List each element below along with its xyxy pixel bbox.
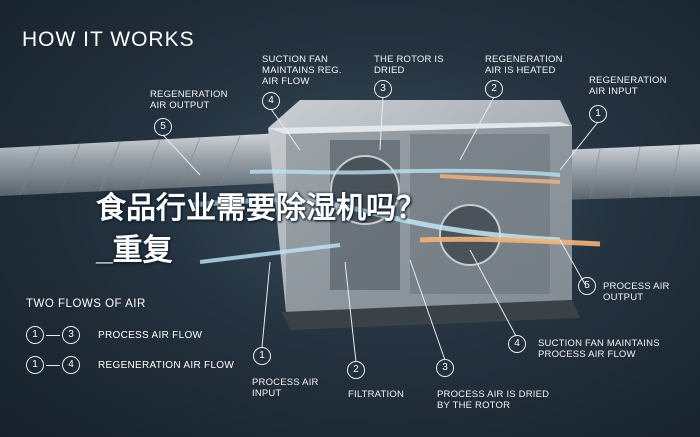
callout-process-output-label: PROCESS AIR OUTPUT <box>603 281 670 303</box>
legend-row-process: 1 3 PROCESS AIR FLOW <box>26 326 202 344</box>
legend-title: TWO FLOWS OF AIR <box>26 298 146 310</box>
callout-process-dried-label: PROCESS AIR IS DRIED BY THE ROTOR <box>437 389 550 411</box>
overlay-title: 食品行业需要除湿机吗？_重复 <box>96 192 426 267</box>
callout-filtration-number: 2 <box>347 361 365 379</box>
callout-regen-heated-label: REGENERATION AIR IS HEATED <box>485 54 563 76</box>
callout-regen-input-label: REGENERATION AIR INPUT <box>589 75 667 97</box>
legend-row-regeneration: 1 4 REGENERATION AIR FLOW <box>26 356 234 374</box>
callout-suction-fan-process-number: 4 <box>508 335 526 353</box>
callout-process-dried-number: 3 <box>436 359 454 377</box>
callout-suction-fan-regen-label: SUCTION FAN MAINTAINS REG. AIR FLOW <box>262 54 342 87</box>
callout-regen-output-label: REGENERATION AIR OUTPUT <box>150 89 228 111</box>
callout-rotor-dried-number: 3 <box>374 80 392 98</box>
callout-regen-output-number: 5 <box>154 118 172 136</box>
legend-regen-from: 1 <box>26 356 44 374</box>
callout-regen-input-number: 1 <box>589 105 607 123</box>
legend-process-label: PROCESS AIR FLOW <box>98 329 203 341</box>
callout-suction-fan-process-label: SUCTION FAN MAINTAINS PROCESS AIR FLOW <box>538 338 660 360</box>
callout-filtration-label: FILTRATION <box>348 389 405 400</box>
callout-regen-heated-number: 2 <box>485 80 503 98</box>
callout-process-input-number: 1 <box>253 347 271 365</box>
callout-process-input-label: PROCESS AIR INPUT <box>252 377 319 399</box>
callout-rotor-dried-label: THE ROTOR IS DRIED <box>374 54 444 76</box>
legend-regen-to: 4 <box>62 356 80 374</box>
page-title: HOW IT WORKS <box>22 28 195 51</box>
callout-process-output-number: 5 <box>578 277 596 295</box>
legend-process-from: 1 <box>26 326 44 344</box>
legend-process-to: 3 <box>62 326 80 344</box>
legend-regen-label: REGENERATION AIR FLOW <box>98 359 235 371</box>
callout-suction-fan-regen-number: 4 <box>262 92 280 110</box>
right-duct <box>560 144 700 200</box>
